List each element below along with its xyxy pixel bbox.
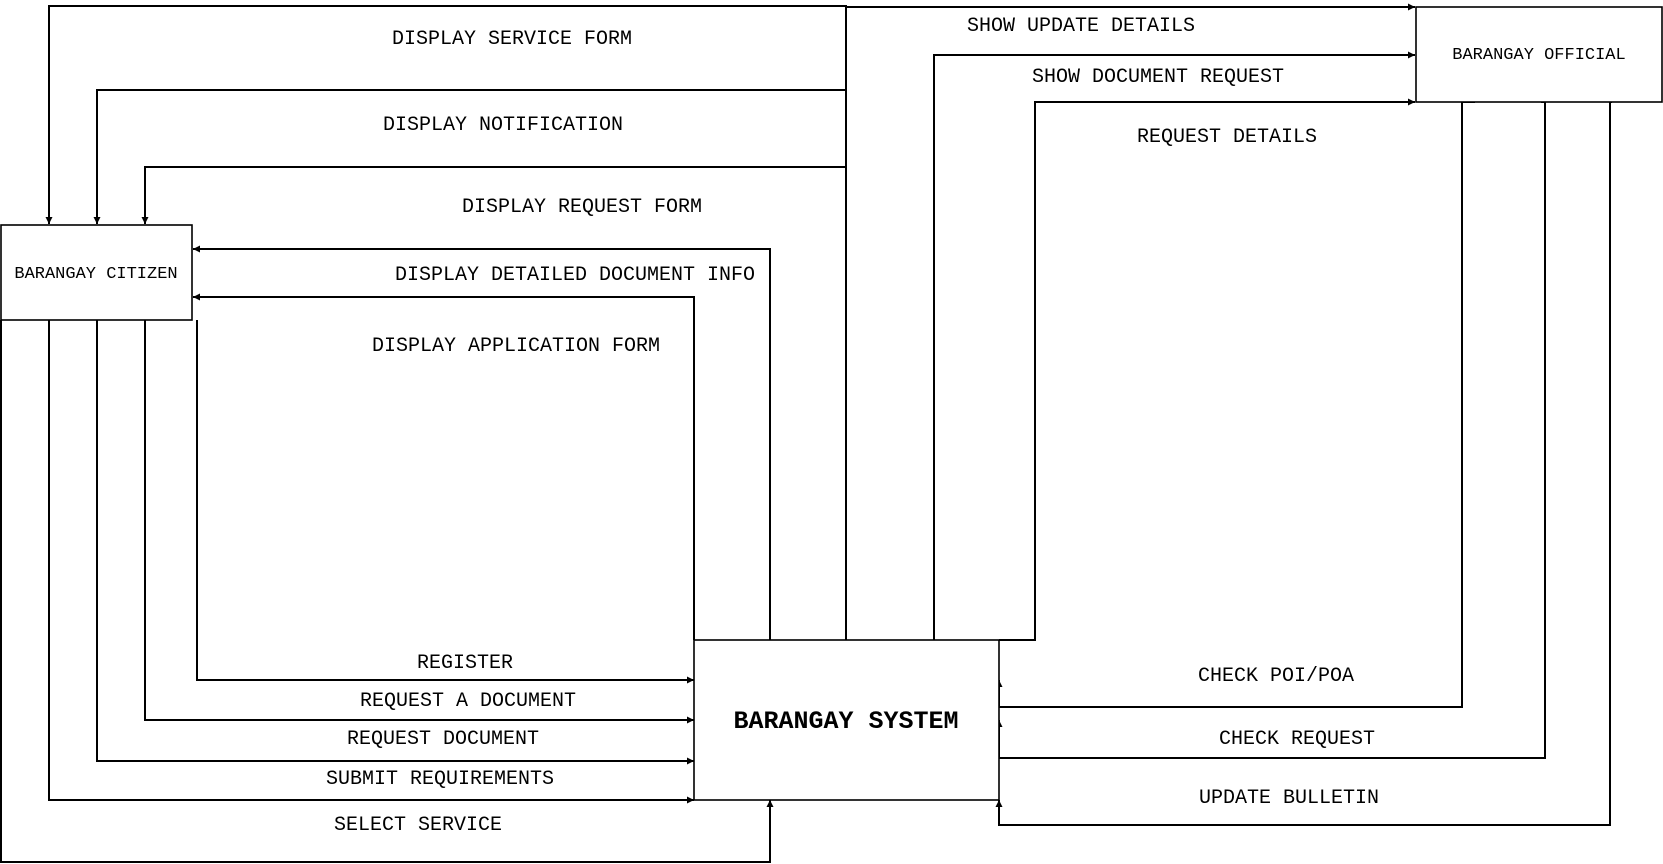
label-display-service-form: DISPLAY SERVICE FORM bbox=[392, 28, 632, 51]
label-display-detailed-document-info: DISPLAY DETAILED DOCUMENT INFO bbox=[395, 264, 755, 287]
label-show-document-request: SHOW DOCUMENT REQUEST bbox=[1032, 66, 1284, 89]
flow-display-request-form-line bbox=[141, 166, 846, 224]
label-check-request: CHECK REQUEST bbox=[1219, 728, 1375, 751]
system-box[interactable] bbox=[693, 639, 1000, 801]
label-display-request-form: DISPLAY REQUEST FORM bbox=[462, 196, 702, 219]
label-check-poi-poa: CHECK POI/POA bbox=[1198, 665, 1354, 688]
system-label: BARANGAY SYSTEM bbox=[733, 707, 958, 736]
official-label: BARANGAY OFFICIAL bbox=[1452, 46, 1625, 65]
flow-display-service-form-line bbox=[45, 5, 847, 640]
flow-request-document-line bbox=[96, 320, 694, 765]
flow-show-document-request-line bbox=[933, 51, 1415, 640]
flow-update-bulletin-line bbox=[995, 101, 1612, 826]
flow-register-line bbox=[196, 320, 694, 684]
label-display-notification: DISPLAY NOTIFICATION bbox=[383, 114, 623, 137]
flow-display-application-form-line bbox=[193, 293, 695, 640]
flow-check-request-line bbox=[995, 101, 1546, 759]
label-request-a-document: REQUEST A DOCUMENT bbox=[360, 690, 576, 713]
label-update-bulletin: UPDATE BULLETIN bbox=[1199, 787, 1379, 810]
label-request-document: REQUEST DOCUMENT bbox=[347, 728, 539, 751]
label-request-details: REQUEST DETAILS bbox=[1137, 126, 1317, 149]
flow-submit-requirements-line bbox=[48, 320, 694, 804]
citizen-box[interactable] bbox=[0, 224, 193, 321]
label-submit-requirements: SUBMIT REQUIREMENTS bbox=[326, 768, 554, 791]
flow-request-details-line bbox=[999, 98, 1415, 641]
flow-select-service-line bbox=[0, 320, 774, 863]
label-show-update-details: SHOW UPDATE DETAILS bbox=[967, 15, 1195, 38]
flow-display-detailed-document-info-line bbox=[193, 245, 771, 640]
citizen-label: BARANGAY CITIZEN bbox=[14, 265, 177, 284]
flow-request-a-document-line bbox=[144, 320, 694, 724]
flow-display-notification-line bbox=[93, 89, 846, 224]
official-box[interactable] bbox=[1415, 6, 1663, 103]
label-register: REGISTER bbox=[417, 652, 513, 675]
flow-check-poi-poa-line bbox=[995, 101, 1475, 708]
label-select-service: SELECT SERVICE bbox=[334, 814, 502, 837]
label-display-application-form: DISPLAY APPLICATION FORM bbox=[372, 335, 660, 358]
